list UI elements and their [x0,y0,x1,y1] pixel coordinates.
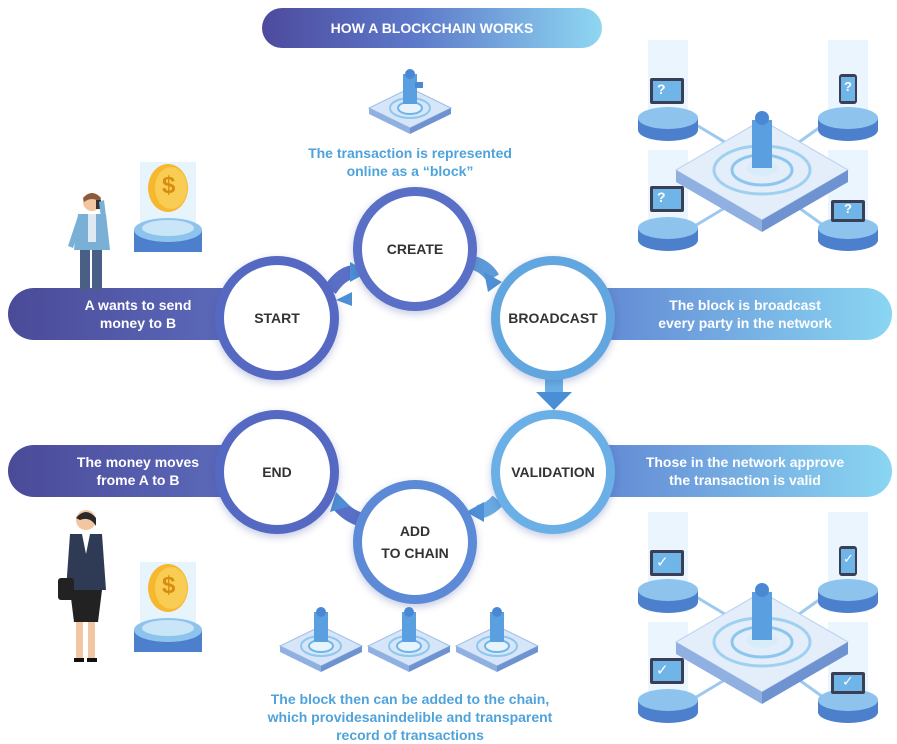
coin-icon [134,162,202,252]
chain-block-icon [278,607,364,672]
check-mark-icon: ✓ [843,551,854,566]
create-caption: The transaction is represented online as… [308,145,512,179]
create-node: CREATE [353,187,477,311]
question-mark-icon: ? [657,81,666,97]
arrow-add-to-end [330,492,365,527]
question-mark-icon: ? [844,201,852,216]
chain-block-icon [366,607,452,672]
page-title: HOW A BLOCKCHAIN WORKS [262,8,602,48]
add-to-chain-node: ADD TO CHAIN [353,480,477,604]
dollar-symbol: $ [162,172,176,199]
start-description: A wants to send money to B [84,297,192,331]
coin-pedestal-top: $ [128,148,208,268]
end-node: END [215,410,339,534]
coin-icon [134,562,202,652]
validation-node: VALIDATION [491,410,615,534]
question-mark-icon: ? [657,189,666,205]
verified-network-illustration [638,512,878,723]
businesswoman-illustration [58,510,106,662]
dollar-symbol: $ [162,572,176,599]
broadcast-description-band: The block is broadcast every party in th… [560,288,892,340]
question-mark-icon: ? [844,79,852,94]
broadcast-description: The block is broadcast every party in th… [658,297,832,331]
check-mark-icon: ✓ [656,662,669,679]
arrow-create-to-broadcast [468,255,502,292]
arrow-validation-to-add [466,495,504,522]
arrow-create-to-start [336,292,352,306]
validation-description-band: Those in the network approve the transac… [560,445,892,497]
validation-description: Those in the network approve the transac… [645,454,845,488]
start-node: START [215,256,339,380]
check-mark-icon: ✓ [842,673,854,689]
unverified-network-illustration [638,40,878,251]
broadcast-node: BROADCAST [491,256,615,380]
block-icon [367,69,453,134]
end-description: The money moves frome A to B [76,454,200,488]
coin-pedestal-bottom: $ [128,548,208,668]
chain-block-icon [454,607,540,672]
man-on-phone-illustration [68,193,110,290]
chain-caption: The block then can be added to the chain… [267,691,553,743]
check-mark-icon: ✓ [656,554,669,571]
start-description-band: A wants to send money to B [8,288,268,340]
arrow-broadcast-to-validation [536,376,572,410]
